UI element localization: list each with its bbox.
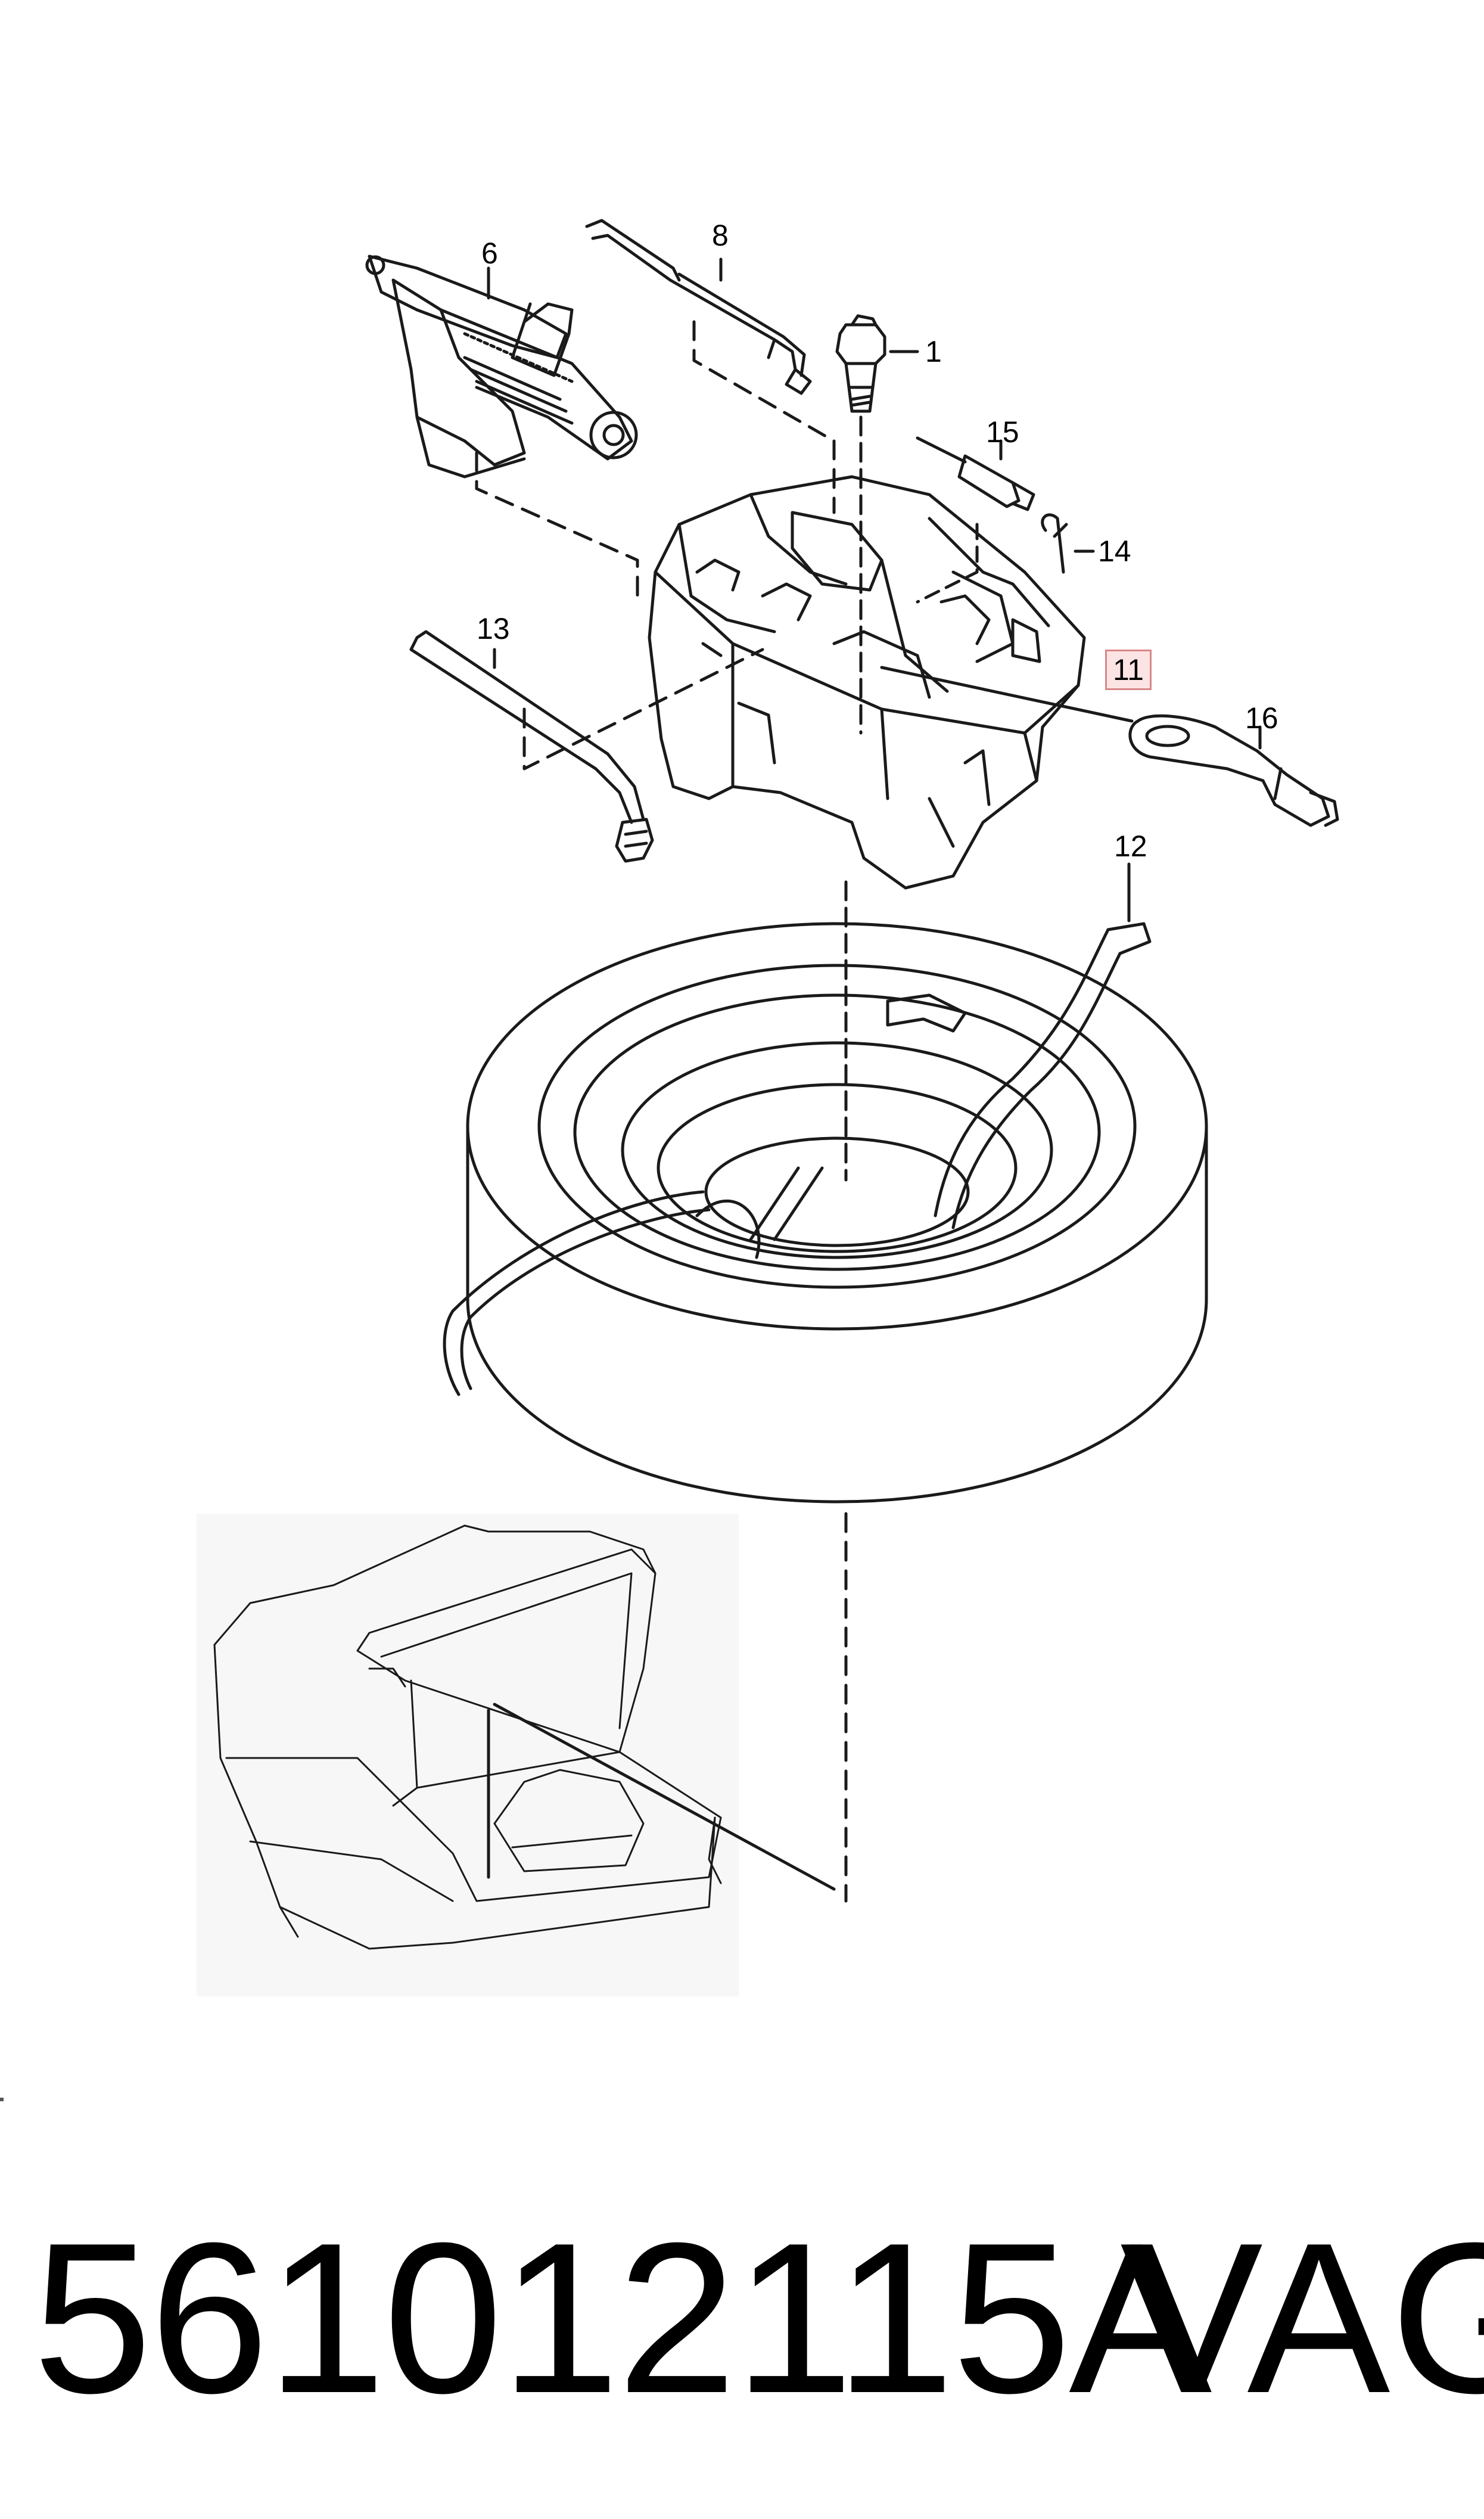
part-number-text: 561012115A [33, 2198, 1212, 2438]
car-trunk-inset-illustration [197, 1514, 836, 1996]
callout-1[interactable]: 1 [925, 335, 942, 368]
callout-12[interactable]: 12 [1114, 830, 1147, 863]
edge-mark [0, 2098, 4, 2101]
callout-13[interactable]: 13 [477, 612, 510, 645]
spare-wheel-icon [466, 922, 1208, 1504]
callout-11-highlighted[interactable]: 11 [1105, 650, 1152, 690]
scissor-jack-icon [365, 254, 638, 479]
callout-16[interactable]: 16 [1245, 701, 1278, 735]
wheel-bolt-icon [835, 314, 886, 413]
wheel-wrench-icon [585, 219, 812, 395]
extension-bar-icon [409, 630, 654, 863]
callout-15[interactable]: 15 [986, 415, 1019, 449]
screwdriver-icon [916, 436, 1035, 511]
callout-6[interactable]: 6 [481, 237, 498, 270]
retaining-strap-icon [443, 922, 1152, 1396]
callout-8[interactable]: 8 [712, 219, 729, 252]
brand-text: VAG [1120, 2198, 1484, 2438]
towing-eye-icon [1128, 714, 1339, 827]
callout-14[interactable]: 14 [1098, 535, 1131, 568]
clip-icon [1041, 513, 1068, 574]
tool-tray-icon [648, 475, 1086, 890]
